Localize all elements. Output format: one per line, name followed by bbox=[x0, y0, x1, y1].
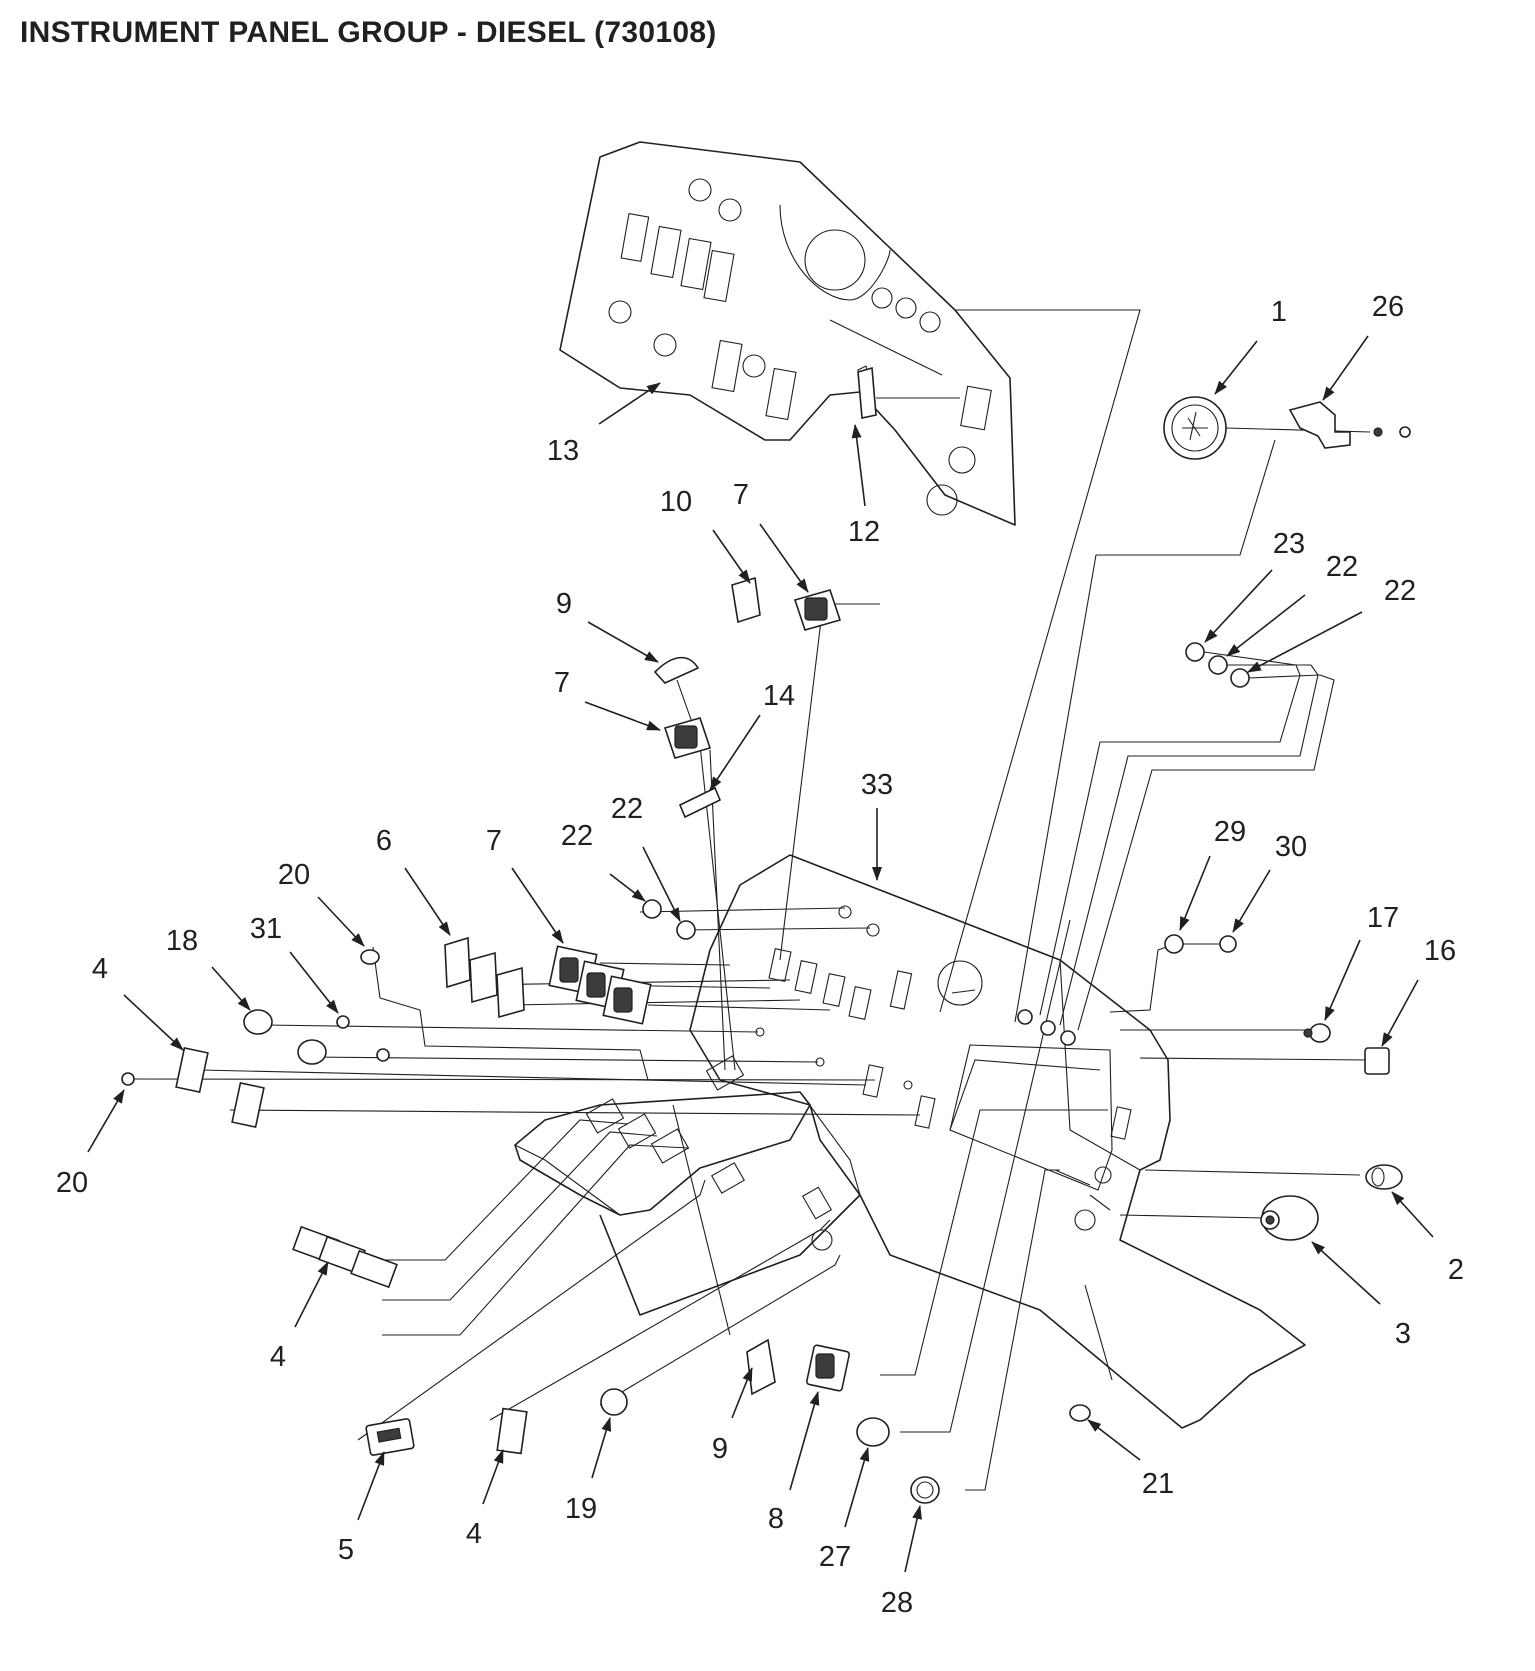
callout-19: 19 bbox=[565, 1493, 597, 1525]
callout-7-mid: 7 bbox=[554, 667, 570, 699]
callout-20-top: 20 bbox=[278, 859, 310, 891]
switch-16 bbox=[1364, 1047, 1390, 1075]
callout-27: 27 bbox=[819, 1541, 851, 1573]
plug-27 bbox=[856, 1417, 890, 1447]
rocker-switch-7-mid bbox=[663, 717, 712, 759]
indicator-lamps-22-mid bbox=[642, 899, 696, 940]
callout-6: 6 bbox=[376, 825, 392, 857]
rocker-switches-7-row bbox=[548, 945, 652, 1025]
callout-17: 17 bbox=[1367, 902, 1399, 934]
knob-18 bbox=[243, 1009, 327, 1065]
actuator-9-top bbox=[653, 656, 700, 684]
callout-4-left: 4 bbox=[92, 953, 108, 985]
callout-4-bottom-single: 4 bbox=[466, 1518, 482, 1550]
washer-29-nut-30 bbox=[1164, 934, 1237, 954]
callout-20-left: 20 bbox=[56, 1167, 88, 1199]
actuator-9-bottom bbox=[746, 1338, 776, 1396]
callout-22-mid-b: 22 bbox=[611, 793, 643, 825]
callout-31: 31 bbox=[250, 913, 282, 945]
rocker-switch-8 bbox=[805, 1344, 851, 1392]
actuator-10 bbox=[731, 576, 761, 624]
callout-30: 30 bbox=[1275, 831, 1307, 863]
callout-33-label: 33 bbox=[861, 769, 893, 801]
callout-28: 28 bbox=[881, 1587, 913, 1619]
callout-2: 2 bbox=[1448, 1254, 1464, 1286]
callout-4-bottom: 4 bbox=[270, 1341, 286, 1373]
hourmeter-5 bbox=[365, 1418, 415, 1456]
callout-22-right-a: 22 bbox=[1326, 551, 1358, 583]
plug-21 bbox=[1069, 1404, 1091, 1422]
callout-26: 26 bbox=[1372, 291, 1404, 323]
plug-20-left bbox=[121, 1072, 135, 1086]
grommet-28 bbox=[910, 1476, 940, 1504]
callout-29: 29 bbox=[1214, 816, 1246, 848]
callout-22-right-b: 22 bbox=[1384, 575, 1416, 607]
callout-14: 14 bbox=[763, 680, 795, 712]
callout-21: 21 bbox=[1142, 1468, 1174, 1500]
ignition-switch-3 bbox=[1260, 1195, 1319, 1241]
callout-10: 10 bbox=[660, 486, 692, 518]
decal-12 bbox=[857, 366, 960, 419]
callout-7-top: 7 bbox=[733, 479, 749, 511]
switch-2 bbox=[1365, 1164, 1403, 1190]
callout-9-bottom: 9 bbox=[712, 1433, 728, 1465]
callout-7-row: 7 bbox=[486, 825, 502, 857]
callout-18: 18 bbox=[166, 925, 198, 957]
decal-panel-13 bbox=[559, 141, 1016, 526]
plug-20-top bbox=[360, 949, 380, 965]
light-19 bbox=[600, 1388, 628, 1416]
rocker-actuators-6 bbox=[444, 936, 525, 1019]
lens-4-left bbox=[175, 1046, 265, 1129]
rocker-switch-7-top bbox=[793, 589, 842, 631]
switch-17 bbox=[1303, 1023, 1331, 1043]
diagram-title: INSTRUMENT PANEL GROUP - DIESEL (730108) bbox=[20, 16, 717, 49]
indicator-lamps-23-22 bbox=[1185, 642, 1321, 688]
callout-22-mid-a: 22 bbox=[561, 820, 593, 852]
callout-13: 13 bbox=[547, 435, 579, 467]
main-panel-33 bbox=[514, 854, 1306, 1429]
callout-8: 8 bbox=[768, 1503, 784, 1535]
lens-4-bottom-single bbox=[496, 1407, 528, 1455]
callouts: 1 26 13 12 10 7 9 7 14 23 22 22 33 22 22… bbox=[56, 291, 1464, 1619]
callout-16: 16 bbox=[1424, 935, 1456, 967]
callout-23: 23 bbox=[1273, 528, 1305, 560]
callout-5: 5 bbox=[338, 1534, 354, 1566]
lenses-4-bottom bbox=[292, 1225, 398, 1289]
nut-31 bbox=[336, 1015, 390, 1062]
callout-1: 1 bbox=[1271, 296, 1287, 328]
callout-12: 12 bbox=[848, 516, 880, 548]
callout-3: 3 bbox=[1395, 1318, 1411, 1350]
gauge-1 bbox=[1163, 396, 1411, 460]
callout-9-top: 9 bbox=[556, 588, 572, 620]
leader-lines bbox=[127, 309, 1371, 1491]
label-14 bbox=[678, 786, 722, 819]
